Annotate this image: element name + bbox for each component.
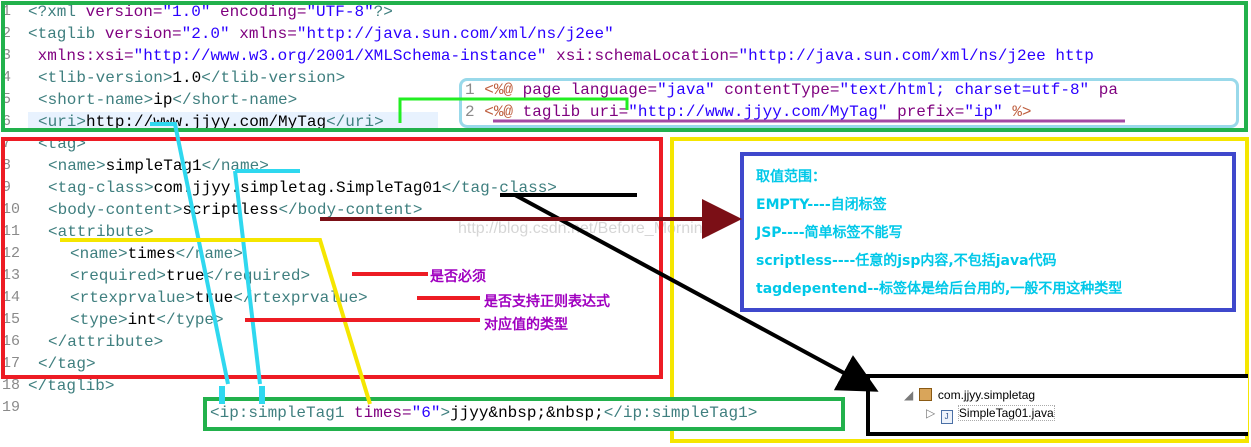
line-number: 10 [2,201,21,218]
code-line-6: <uri>http://www.jjyy.com/MyTag</uri> [38,113,384,131]
line-number: 8 [2,157,12,174]
line-number: 3 [2,47,12,64]
line-number: 16 [2,333,21,350]
code-line-3: xmlns:xsi="http://www.w3.org/2001/XMLSch… [28,47,1094,65]
line-number: 19 [2,399,21,416]
body-content-value-tagdependent: tagdepentend--标签体是给后台用的,一般不用这种类型 [756,281,1123,297]
java-file-name: SimpleTag01.java [957,405,1055,421]
line-number: 12 [2,245,21,262]
green-taglib-header-box [1,1,1248,132]
package-tree-node[interactable]: ◢ com.jjyy.simpletag [904,388,1035,402]
line-number: 17 [2,355,21,372]
line-number: 2 [2,25,12,42]
usage-code: <ip:simpleTag1 times="6">jjyy&nbsp;&nbsp… [210,404,758,422]
collapse-arrow-icon[interactable]: ▷ [926,406,936,420]
note-type: 对应值的类型 [484,317,568,333]
line-number-gutter: 1 2 3 4 5 6 7 8 9 10 11 12 13 14 15 16 1… [0,0,20,430]
note-required: 是否必须 [430,269,486,285]
line-number: 11 [2,223,21,240]
line-number: 15 [2,311,21,328]
code-line-4: <tlib-version>1.0</tlib-version> [38,69,346,87]
current-line-highlight [28,112,438,132]
line-number: 1 [2,3,12,20]
body-content-value-scriptless: scriptless----任意的jsp内容,不包括java代码 [756,253,1057,269]
body-content-value-empty: EMPTY----自闭标签 [756,197,887,213]
line-number: 14 [2,289,21,306]
note-rtexprvalue: 是否支持正则表达式 [484,294,610,310]
red-tag-definition-box [1,137,663,379]
line-number: 4 [2,69,12,86]
package-name: com.jjyy.simpletag [937,388,1036,402]
package-explorer-box [866,374,1248,436]
line-number: 6 [2,113,12,130]
body-content-values-title: 取值范围： [756,169,826,185]
expand-arrow-icon[interactable]: ◢ [904,388,914,402]
body-content-value-jsp: JSP----简单标签不能写 [756,225,903,241]
line-number: 18 [2,377,21,394]
jsp-line-1: 1 <%@ page language="java" contentType="… [465,81,1118,99]
code-line-5: <short-name>ip</short-name> [38,91,298,109]
line-number: 5 [2,91,12,108]
code-line-11: <attribute> [48,223,154,241]
code-line-2: <taglib version="2.0" xmlns="http://java… [28,25,614,43]
java-file-node[interactable]: ▷ J SimpleTag01.java [926,405,1055,424]
java-file-icon: J [940,410,953,424]
line-number: 7 [2,135,12,152]
line-number: 9 [2,179,12,196]
line-number: 13 [2,267,21,284]
package-icon [918,388,932,401]
code-line-1: <?xml version="1.0" encoding="UTF-8"?> [28,3,393,21]
